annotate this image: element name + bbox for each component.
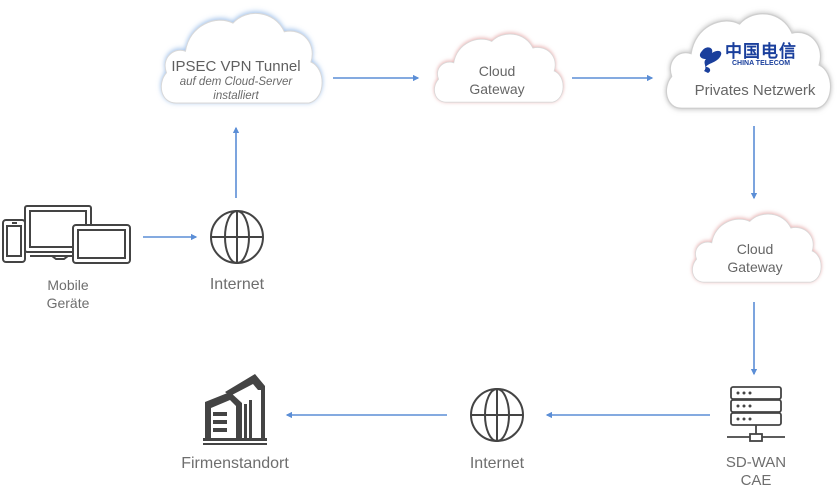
globe-icon-top — [210, 210, 264, 264]
arrows — [143, 74, 758, 419]
devices-icon — [2, 205, 131, 264]
server-icon — [727, 386, 785, 442]
china-telecom-logo-icon — [699, 47, 722, 73]
building-icon — [203, 374, 267, 445]
gateway-top-label: Cloud Gateway — [437, 62, 557, 98]
mobile-label-line1: Mobile — [47, 277, 89, 293]
vpn-cloud-label: IPSEC VPN Tunnel auf dem Cloud-Server in… — [150, 58, 322, 103]
china-telecom-logo-cn: 中国电信 — [725, 42, 797, 61]
china-telecom-logo-en: CHINA TELECOM — [731, 60, 791, 67]
gateway-top-line1: Cloud — [478, 63, 516, 79]
gateway-right-label: Cloud Gateway — [695, 240, 815, 276]
vpn-cloud-subtitle-1: auf dem Cloud-Server — [179, 76, 293, 88]
sdwan-label-line1: SD-WAN — [725, 454, 787, 471]
vpn-cloud-title: IPSEC VPN Tunnel — [171, 58, 301, 75]
internet-bottom-label: Internet — [469, 455, 525, 472]
sdwan-label-line2: CAE — [740, 472, 772, 489]
office-label: Firmenstandort — [181, 455, 289, 472]
internet-top-label: Internet — [209, 276, 265, 293]
private-network-label: Privates Netzwerk — [694, 82, 816, 99]
vpn-cloud-subtitle-2: installiert — [213, 90, 259, 102]
gateway-right-line1: Cloud — [736, 241, 774, 257]
china-telecom-logo: 中国电信 CHINA TELECOM — [716, 42, 806, 68]
gateway-right-line2: Gateway — [727, 259, 783, 275]
sdwan-label: SD-WAN CAE — [706, 454, 806, 490]
globe-icon-bottom — [470, 388, 524, 442]
gateway-top-line2: Gateway — [469, 81, 525, 97]
mobile-label: Mobile Geräte — [20, 276, 116, 312]
mobile-label-line2: Geräte — [46, 295, 90, 311]
